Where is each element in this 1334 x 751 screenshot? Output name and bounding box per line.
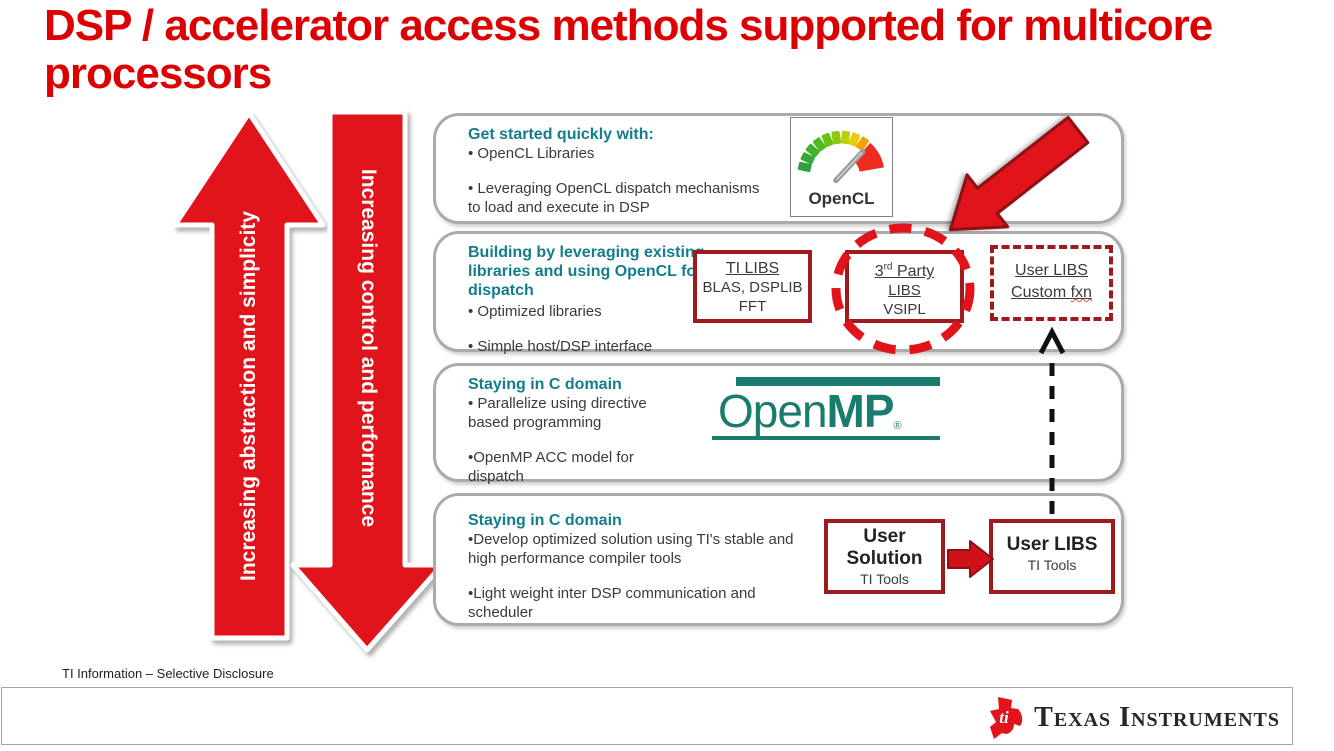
ti-libs-line-1: BLAS, DSPLIB bbox=[702, 279, 803, 296]
panel3-heading: Staying in C domain bbox=[468, 376, 622, 393]
user-solution-sub: TI Tools bbox=[860, 571, 909, 587]
page-title: DSP / accelerator access methods support… bbox=[44, 1, 1213, 98]
panel3-bullet-1: • Parallelize using directive based prog… bbox=[468, 395, 647, 431]
panel1-bullet-2: • Leveraging OpenCL dispatch mechanisms … bbox=[468, 180, 760, 216]
abstraction-performance-arrows bbox=[172, 109, 445, 653]
panel2-bullet-1: • Optimized libraries bbox=[468, 303, 602, 320]
user-libs-ti-tools-box: User LIBS TI Tools bbox=[989, 519, 1115, 594]
panel-openmp: Staying in C domain • Parallelize using … bbox=[433, 363, 1124, 485]
opencl-logo: OpenCL bbox=[790, 117, 893, 217]
brand-strip: ti Texas Instruments bbox=[1, 687, 1293, 745]
panel4-bullet-1: •Develop optimized solution using TI's s… bbox=[468, 531, 794, 567]
openmp-open-text: Open bbox=[718, 385, 828, 437]
down-arrow-icon bbox=[290, 109, 445, 653]
user-solution-line-2: Solution bbox=[846, 548, 923, 569]
third-party-line-3: VSIPL bbox=[883, 301, 926, 319]
ti-libs-box: TI LIBS BLAS, DSPLIB FFT bbox=[693, 250, 812, 323]
third-party-libs-box: 3rd Party LIBS VSIPL bbox=[845, 250, 964, 323]
user-libs-custom-box: User LIBS Custom fxn bbox=[990, 245, 1113, 321]
user-libs-custom-line: Custom fxn bbox=[1011, 284, 1092, 301]
panel3-bullet-2: •OpenMP ACC model for dispatch bbox=[468, 449, 634, 485]
user-libs2-sub: TI Tools bbox=[1027, 557, 1077, 573]
up-arrow-label: Increasing abstraction and simplicity bbox=[237, 211, 260, 581]
user-solution-line-1: User bbox=[863, 526, 906, 547]
openmp-mp-text: MP bbox=[826, 385, 895, 437]
third-party-line-2: LIBS bbox=[888, 282, 921, 300]
panel1-bullet-1: • OpenCL Libraries bbox=[468, 145, 595, 162]
up-arrow-icon bbox=[172, 110, 326, 641]
user-solution-box: User Solution TI Tools bbox=[824, 519, 945, 594]
panel2-heading: Building by leveraging existing librarie… bbox=[468, 244, 705, 299]
down-arrow-label: Increasing control and performance bbox=[357, 168, 380, 528]
openmp-registered-mark: ® bbox=[893, 420, 902, 432]
panel-opencl-quickstart: Get started quickly with: • OpenCL Libra… bbox=[433, 113, 1124, 224]
user-libs-title: User LIBS bbox=[1015, 262, 1088, 279]
panel1-heading: Get started quickly with: bbox=[468, 126, 654, 143]
classification-text: TI Information – Selective Disclosure bbox=[62, 666, 274, 681]
user-libs2-line-1: User LIBS bbox=[1006, 534, 1098, 555]
panel2-bullet-2: • Simple host/DSP interface bbox=[468, 338, 653, 355]
ti-libs-title: TI LIBS bbox=[725, 260, 780, 277]
svg-text:ti: ti bbox=[999, 708, 1009, 727]
ti-libs-line-2: FFT bbox=[738, 298, 767, 315]
openmp-logo-bottom-bar bbox=[712, 436, 940, 440]
opencl-gauge-icon bbox=[797, 130, 884, 184]
openmp-logo-top-bar bbox=[736, 377, 940, 386]
panel4-bullet-2: •Light weight inter DSP communication an… bbox=[468, 585, 756, 621]
panel4-heading: Staying in C domain bbox=[468, 512, 622, 529]
opencl-logo-label: OpenCL bbox=[808, 189, 875, 208]
third-party-title: 3rd Party bbox=[874, 262, 935, 281]
brand-name: Texas Instruments bbox=[1034, 702, 1280, 733]
texas-instruments-logo: ti Texas Instruments bbox=[985, 696, 1280, 740]
ti-bug-icon: ti bbox=[990, 697, 1023, 739]
